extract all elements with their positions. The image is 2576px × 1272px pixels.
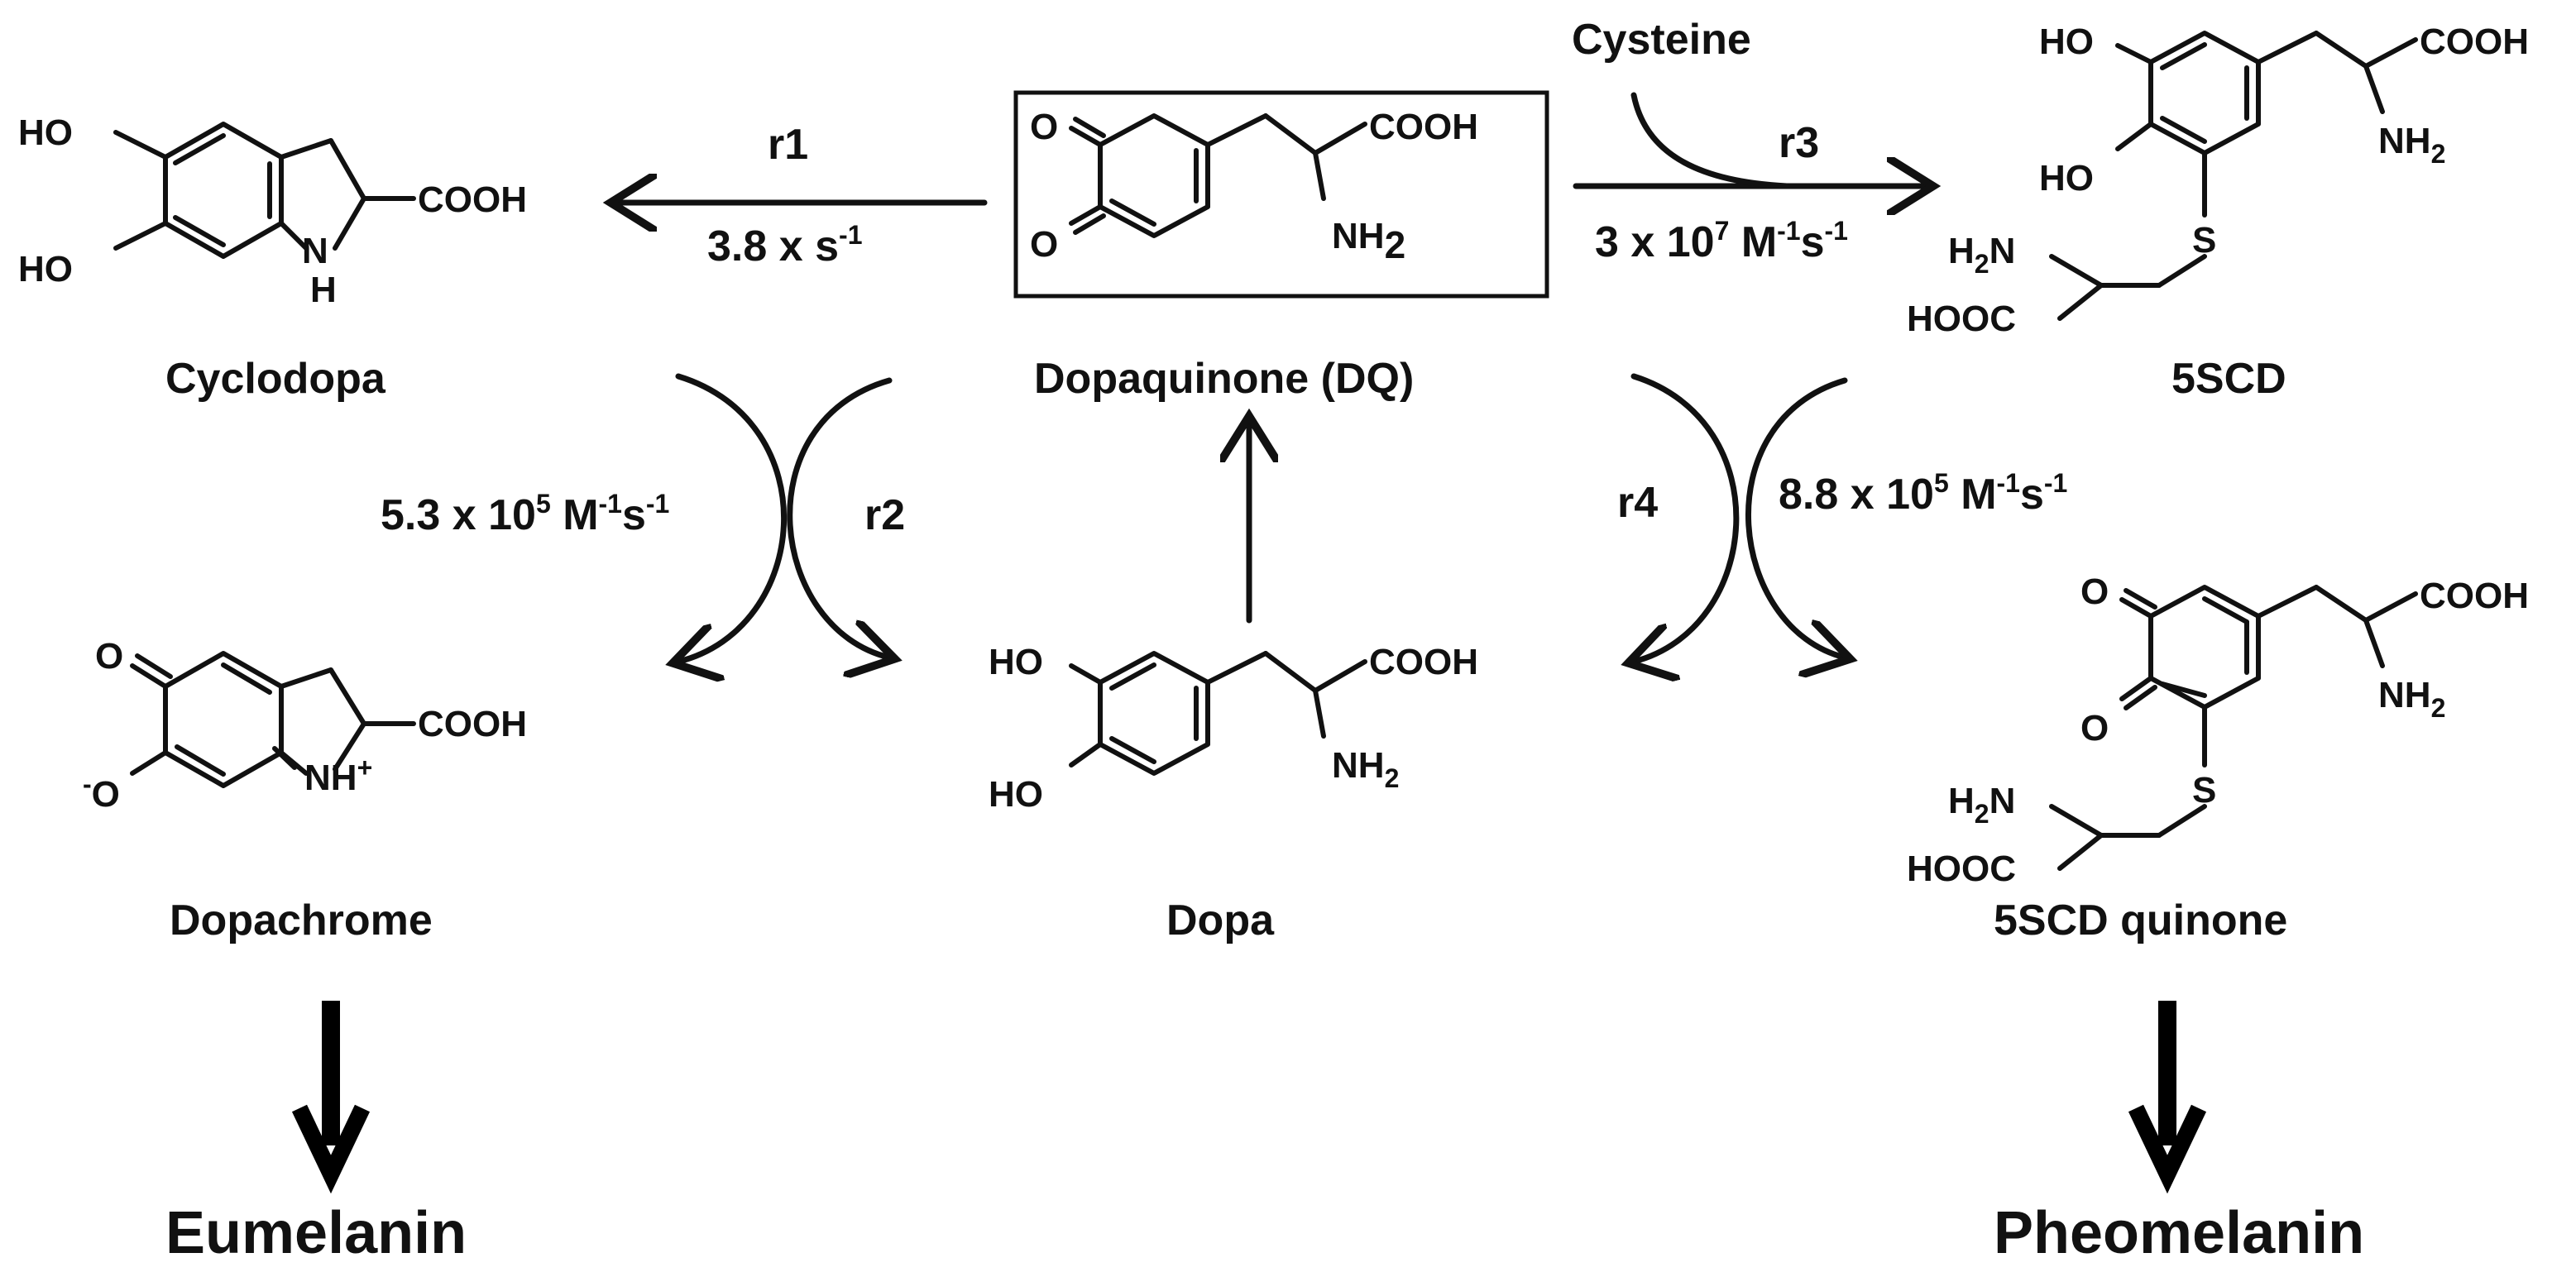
scd5-quinone-o-1: O	[2080, 571, 2109, 612]
cyclodopa-ho-2: HO	[18, 249, 73, 289]
eumelanin-fat-head	[291, 1104, 371, 1194]
r2-label: r2	[864, 491, 905, 539]
scd5-quinone-nh2: NH2	[2378, 675, 2445, 723]
r3-rate: 3 x 107 M-1s-1	[1595, 216, 1848, 266]
dopa-nh2: NH2	[1332, 745, 1399, 793]
r4-label: r4	[1617, 479, 1658, 527]
r1-label: r1	[768, 121, 808, 169]
dopa-ho-2: HO	[989, 774, 1043, 815]
scd5-hooc: HOOC	[1907, 299, 2016, 339]
dopaquinone-label: Dopaquinone (DQ)	[1034, 355, 1414, 403]
dopa-ho-1: HO	[989, 642, 1043, 682]
r2-dq-to-dopa-arrow	[787, 377, 889, 658]
dopa-structure: HO HO COOH NH2	[989, 642, 1478, 815]
r4-scd5-to-quinone-arrow	[1745, 377, 1845, 658]
scd5-quinone-s: S	[2192, 770, 2216, 811]
scd5-structure: HO HO COOH NH2 S H2N HOOC	[1907, 22, 2529, 339]
scd5-ho-2: HO	[2039, 158, 2094, 198]
scd5-s: S	[2192, 220, 2216, 261]
r3-label: r3	[1779, 119, 1819, 167]
dopaquinone-nh2: NH2	[1332, 216, 1405, 266]
cysteine-input-curve	[1630, 92, 1790, 189]
dopaquinone-structure: O O COOH NH2	[1030, 107, 1478, 266]
scd5-nh2: NH2	[2378, 121, 2445, 169]
cyclodopa-ho-1: HO	[18, 112, 73, 153]
dopaquinone-cooh: COOH	[1369, 107, 1478, 147]
cysteine-label: Cysteine	[1572, 16, 1751, 64]
r2-rate: 5.3 x 105 M-1s-1	[381, 489, 669, 539]
scd5-quinone-o-2: O	[2080, 708, 2109, 748]
scd5-h2n: H2N	[1948, 231, 2015, 279]
dopaquinone-box	[1013, 90, 1549, 299]
dopachrome-nh-plus: NH+	[304, 753, 372, 798]
dopachrome-cooh: COOH	[418, 704, 527, 744]
pheomelanin-fat-head	[2128, 1104, 2207, 1194]
r1-rate: 3.8 x s-1	[707, 220, 862, 270]
dopachrome-structure: O -O COOH NH+	[83, 636, 527, 815]
scd5-ho-1: HO	[2039, 22, 2094, 62]
r4-rate: 8.8 x 105 M-1s-1	[1779, 468, 2067, 519]
cyclodopa-nh: N	[302, 231, 328, 271]
r4-dq-to-dopa-arrow	[1634, 373, 1740, 662]
scd5-label: 5SCD	[2171, 355, 2286, 403]
dopaquinone-o-1: O	[1030, 107, 1058, 147]
eumelanin-label: Eumelanin	[165, 1200, 467, 1266]
scd5-quinone-h2n: H2N	[1948, 781, 2015, 829]
scd5-quinone-hooc: HOOC	[1907, 849, 2016, 889]
cyclodopa-structure: HO HO COOH N H	[18, 112, 527, 310]
cyclodopa-label: Cyclodopa	[165, 355, 386, 403]
cyclodopa-cooh: COOH	[418, 179, 527, 220]
pheomelanin-label: Pheomelanin	[1994, 1200, 2364, 1266]
dopa-label: Dopa	[1166, 897, 1275, 944]
r2-cyclodopa-to-dopachrome-arrow	[678, 373, 788, 662]
cyclodopa-h: H	[310, 270, 337, 310]
scd5-cooh: COOH	[2420, 22, 2529, 62]
dopachrome-o: O	[95, 636, 123, 677]
dopachrome-o-minus: -O	[83, 769, 120, 815]
dopaquinone-o-2: O	[1030, 224, 1058, 265]
scd5-quinone-cooh: COOH	[2420, 576, 2529, 616]
scd5-quinone-structure: O O COOH NH2 S H2N HOOC	[1907, 571, 2529, 889]
dopa-cooh: COOH	[1369, 642, 1478, 682]
scd5-quinone-label: 5SCD quinone	[1994, 897, 2287, 944]
dopachrome-label: Dopachrome	[170, 897, 433, 944]
